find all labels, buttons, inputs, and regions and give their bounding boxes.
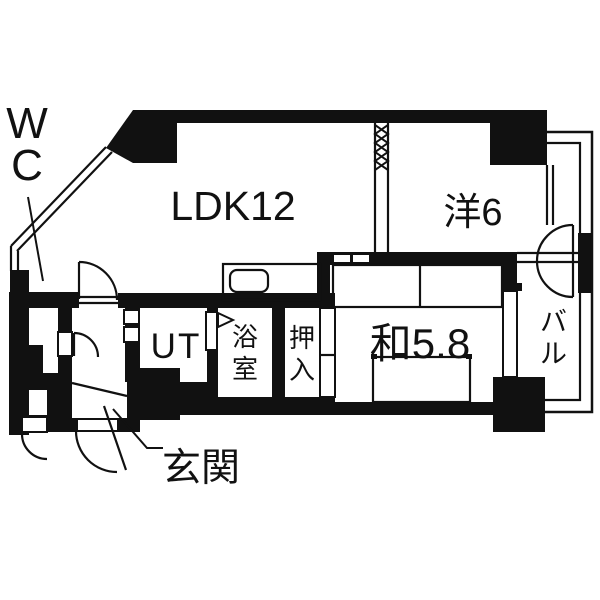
- balcony-railing-outer: [545, 130, 594, 414]
- balcony-door-swing-arc: [535, 223, 574, 299]
- fixtures-layer: [9, 123, 594, 474]
- balcony-corner-block: [493, 377, 545, 432]
- room-label-wc: WC: [6, 99, 48, 190]
- entrance-door-leaf: [102, 405, 128, 471]
- kitchen-counter: [221, 262, 322, 302]
- balcony-railing-inner-top: [547, 141, 582, 233]
- room-label-japanese: 和5.8: [369, 320, 471, 367]
- wall-under-wc: [9, 292, 79, 308]
- ut-door-panel-1: [123, 309, 140, 325]
- wall-washitsu-north: [330, 252, 502, 265]
- walls-layer: [9, 110, 592, 435]
- wc-door-opening: [57, 331, 73, 357]
- washitsu-bay: [371, 355, 472, 404]
- wall-niches-layer: [29, 255, 369, 415]
- ldk-door-swing-arc: [78, 260, 119, 301]
- wall-under-ut: [140, 382, 218, 402]
- wc-leader-line: [27, 196, 44, 282]
- room-label-bathroom: 浴室: [232, 322, 259, 384]
- bath-door-pennant-icon: [217, 311, 236, 329]
- wall-wc-jamb-upper: [58, 308, 72, 332]
- closet-door-box: [21, 416, 48, 433]
- wall-under-bath: [218, 397, 335, 402]
- wall-top: [177, 110, 490, 123]
- wc-door-swing-arc: [73, 331, 100, 358]
- wall-washitsu-ne-corner: [502, 252, 517, 291]
- room-label-western: 洋6: [443, 192, 503, 234]
- openings-layer: [21, 290, 518, 433]
- room-label-ldk: LDK12: [170, 183, 296, 229]
- balcony-railing-inner-bottom: [545, 293, 582, 402]
- ut-door-panel-2: [123, 326, 140, 343]
- washitsu-closet: [331, 263, 504, 309]
- balcony-post: [578, 233, 592, 293]
- window-cap: [505, 283, 522, 291]
- kitchen-sink: [228, 268, 270, 294]
- entrance-step-line: [71, 381, 128, 398]
- wall-top-right-block: [490, 110, 547, 165]
- washitsu-window: [502, 290, 518, 378]
- wall-bath-closet: [272, 308, 285, 397]
- room-label-balcony: バル: [540, 307, 567, 369]
- entrance-leader-line: [112, 408, 163, 449]
- wall-south-mid: [118, 418, 140, 432]
- wall-left-block: [10, 270, 29, 292]
- room-label-entrance: 玄関: [162, 447, 241, 490]
- entrance-door-swing-arc: [74, 430, 118, 474]
- room-label-closet: 押入: [289, 323, 316, 385]
- wall-top-wedge: [106, 110, 177, 163]
- wall-south-left: [48, 418, 77, 432]
- bath-door: [205, 311, 218, 351]
- oshiire-sliding-door: [319, 307, 336, 398]
- entrance-door-opening: [76, 418, 119, 432]
- room-label-utility: UT: [150, 327, 202, 366]
- shoe-closet-swing-arc: [20, 433, 48, 461]
- wall-south-main: [140, 402, 495, 415]
